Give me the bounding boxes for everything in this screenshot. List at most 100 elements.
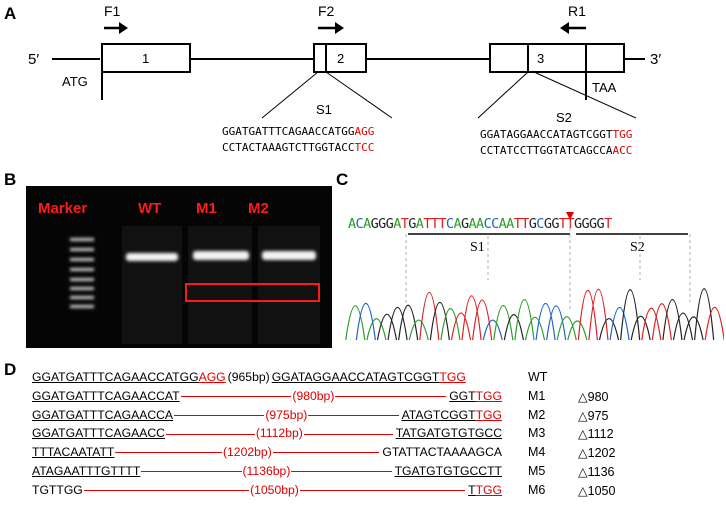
deletion-gap: (1136bp): [140, 464, 392, 478]
trace-peak: [461, 295, 482, 341]
allele-right-sequence: GTATTACTAAAAGCA: [382, 445, 502, 460]
chromatogram-s1-label: S1: [470, 240, 485, 255]
chromatogram-s2-label: S2: [630, 240, 645, 255]
primer-f2-arrow: [318, 22, 344, 34]
deletion-gap: (1112bp): [165, 426, 394, 440]
allele-sequence-row: GGATGATTTCAGAACCAT: [32, 388, 180, 403]
allele-name: M6: [528, 482, 546, 497]
base-call: T: [513, 216, 522, 232]
deletion-size: △1202: [578, 446, 616, 461]
start-codon-label: ATG: [62, 74, 88, 89]
trace-peak: [672, 312, 694, 341]
base-call: A: [363, 216, 371, 232]
trace-peak: [577, 289, 598, 341]
trace-peak: [376, 314, 398, 341]
base-call: G: [596, 216, 605, 232]
trace-peak: [514, 299, 535, 341]
trace-peak: [641, 307, 662, 341]
base-call: G: [408, 216, 416, 232]
base-call: T: [558, 216, 567, 232]
trace-peak: [694, 288, 715, 341]
allele-name: M4: [528, 445, 546, 460]
base-call: T: [604, 216, 612, 232]
trace-peak: [472, 299, 493, 341]
primer-r1-arrow: [560, 22, 586, 34]
trace-peak: [630, 315, 651, 341]
trace-peak: [546, 305, 567, 341]
base-call: A: [468, 216, 477, 232]
trace-peak: [482, 319, 503, 341]
base-call: T: [521, 216, 529, 232]
base-call: C: [445, 216, 454, 232]
trace-peak: [683, 316, 704, 341]
sequencing-chromatogram: ACAGGGATGATTTCAGAACCAATTGCGGTTGGGGT S1 S…: [344, 190, 724, 342]
allele-right-sequence: TTGG: [468, 482, 502, 497]
trace-peak: [620, 289, 641, 341]
gel-lane-label-marker: Marker: [38, 200, 88, 217]
exon-2-box: [313, 43, 367, 73]
trace-peak: [493, 304, 514, 341]
trace-peak: [440, 307, 461, 341]
allele-name: M5: [528, 464, 546, 478]
panel-d-label: D: [4, 360, 17, 379]
allele-sequence-row: GGATGATTTCAGAACCA: [32, 407, 174, 422]
deletion-gap: (975bp): [173, 408, 399, 422]
base-call: C: [491, 216, 499, 232]
allele-sequence-row: TTTACAATATT: [32, 445, 115, 460]
base-call: T: [400, 216, 409, 232]
allele-right-sequence: TGATGTGTGCCTT: [394, 464, 502, 478]
allele-right-sequence: GGTTGG: [449, 388, 502, 403]
allele-name: M2: [528, 407, 546, 422]
site-s1-top-strand: GGATGATTTCAGAACCATGGAGG: [222, 125, 375, 138]
base-call: T: [566, 216, 574, 232]
base-call: T: [423, 216, 431, 232]
allele-name: M3: [528, 426, 546, 441]
base-call: G: [378, 216, 386, 232]
deletion-gap: (1202bp): [114, 445, 380, 459]
panel-a-label: A: [4, 4, 17, 23]
trace-peak: [556, 316, 577, 341]
base-call: G: [460, 216, 469, 232]
exon-2-label: 2: [337, 51, 345, 66]
primer-f2-label: F2: [318, 3, 335, 19]
allele-right-sequence: TATGATGTGTGCC: [395, 426, 502, 441]
site-s1-label: S1: [316, 102, 332, 117]
panel-b-label: B: [4, 170, 17, 189]
primer-r1-label: R1: [568, 3, 586, 19]
trace-peak: [651, 303, 672, 341]
trace-peak: [704, 306, 724, 341]
base-call: C: [355, 216, 364, 232]
trace-peak: [567, 320, 588, 341]
panel-c-label: C: [336, 170, 349, 189]
chromatogram-traces: [345, 212, 724, 341]
trace-peak: [345, 305, 366, 341]
trace-peak: [408, 319, 429, 341]
trace-peak: [598, 318, 620, 341]
trace-peak: [429, 302, 450, 341]
base-call: G: [528, 216, 537, 232]
trace-peak: [503, 314, 524, 341]
chromatogram-base-calls: ACAGGGATGATTTCAGAACCAATTGCGGTTGGGGT: [348, 216, 612, 232]
allele-sequence-row: GGATGATTTCAGAACCATGGAGG(965bp)GGATAGGAAC…: [32, 370, 466, 384]
trace-peak: [662, 299, 683, 341]
deletion-band-highlight-box: [185, 283, 320, 302]
allele-sequence-row: GGATGATTTCAGAACC: [32, 426, 165, 441]
allele-sequence-row: ATAGAATTTGTTTT: [32, 464, 141, 478]
trace-peak: [609, 306, 630, 341]
base-call: C: [483, 216, 492, 232]
deletion-size: △1050: [578, 483, 616, 498]
base-call: A: [506, 216, 514, 232]
gel-lane-label-wt: WT: [138, 200, 162, 217]
deletion-size: △975: [578, 408, 609, 423]
five-prime-label: 5′: [28, 51, 40, 68]
base-call: G: [543, 216, 552, 232]
site-s1-bottom-strand: CCTACTAAAGTCTTGGTACCTCC: [222, 141, 375, 154]
deletion-gap: (980bp): [180, 389, 448, 403]
trace-peak: [419, 291, 440, 341]
exon-3-box: [489, 43, 625, 73]
site-s2-label: S2: [556, 110, 572, 125]
base-call: T: [438, 216, 446, 232]
gel-lane-label-m2: M2: [248, 200, 269, 217]
site-s2-bottom-strand: CCTATCCTTGGTATCAGCCAACC: [480, 144, 633, 157]
exon-1-label: 1: [142, 51, 150, 66]
